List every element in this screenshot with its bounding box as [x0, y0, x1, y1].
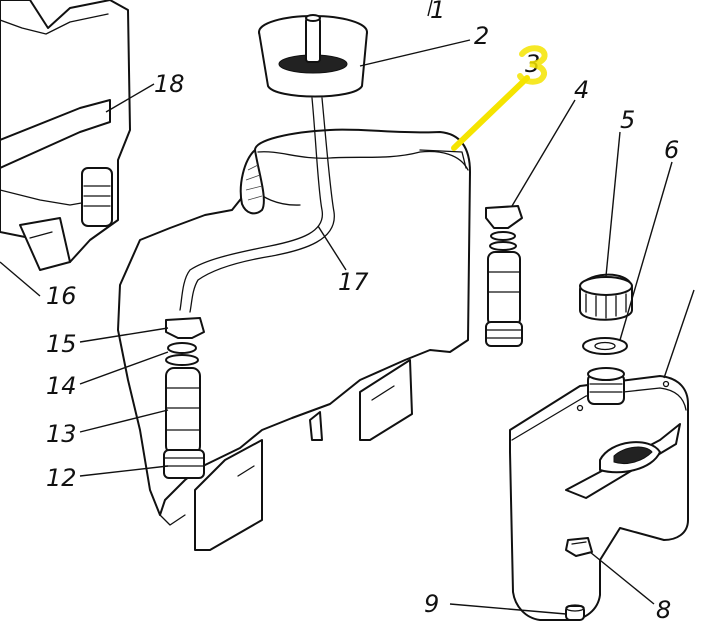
seal-6 [582, 337, 628, 355]
small-tank-7 [509, 367, 689, 621]
leader-5 [605, 131, 621, 277]
highlight-3 [517, 45, 548, 85]
callout-15: 15 [46, 330, 77, 358]
callout-14: 14 [46, 372, 77, 400]
callout-4: 4 [574, 76, 589, 104]
callout-5: 5 [620, 106, 635, 134]
leader-12 [79, 465, 169, 477]
callout-2: 2 [474, 22, 489, 50]
leader-6 [619, 161, 673, 341]
leader-4 [511, 99, 576, 207]
leader-1 [427, 0, 433, 17]
rear-tank-fragment [0, 0, 131, 271]
main-reservoir-body [117, 128, 471, 551]
leader-17 [317, 225, 347, 271]
cap-5 [579, 273, 633, 321]
filler-cup [258, 14, 368, 98]
leader-3-highlighted [451, 75, 530, 151]
leader-13 [79, 409, 169, 433]
leader-7 [663, 289, 695, 379]
callout-8: 8 [656, 596, 671, 624]
callout-18: 18 [154, 70, 185, 98]
leader-8 [589, 551, 655, 605]
leader-16 [0, 261, 41, 297]
callout-17: 17 [338, 268, 369, 296]
leader-18 [105, 83, 155, 113]
nut-9 [565, 604, 585, 621]
callout-9: 9 [424, 590, 439, 618]
callout-12: 12 [46, 464, 77, 492]
callout-1: 1 [430, 0, 445, 24]
leader-2 [359, 39, 471, 67]
leader-9 [449, 603, 567, 615]
pump-4 [485, 205, 523, 347]
callout-13: 13 [46, 420, 77, 448]
leader-15 [79, 327, 169, 343]
hose-17 [179, 97, 335, 313]
leader-14 [79, 351, 169, 385]
left-pump-assembly [163, 317, 205, 479]
leader-lines [0, 0, 695, 615]
callout-16: 16 [46, 282, 77, 310]
callout-6: 6 [664, 136, 679, 164]
callout-labels: 1 2 3 4 5 6 8 9 12 13 14 15 16 17 18 [46, 0, 679, 624]
